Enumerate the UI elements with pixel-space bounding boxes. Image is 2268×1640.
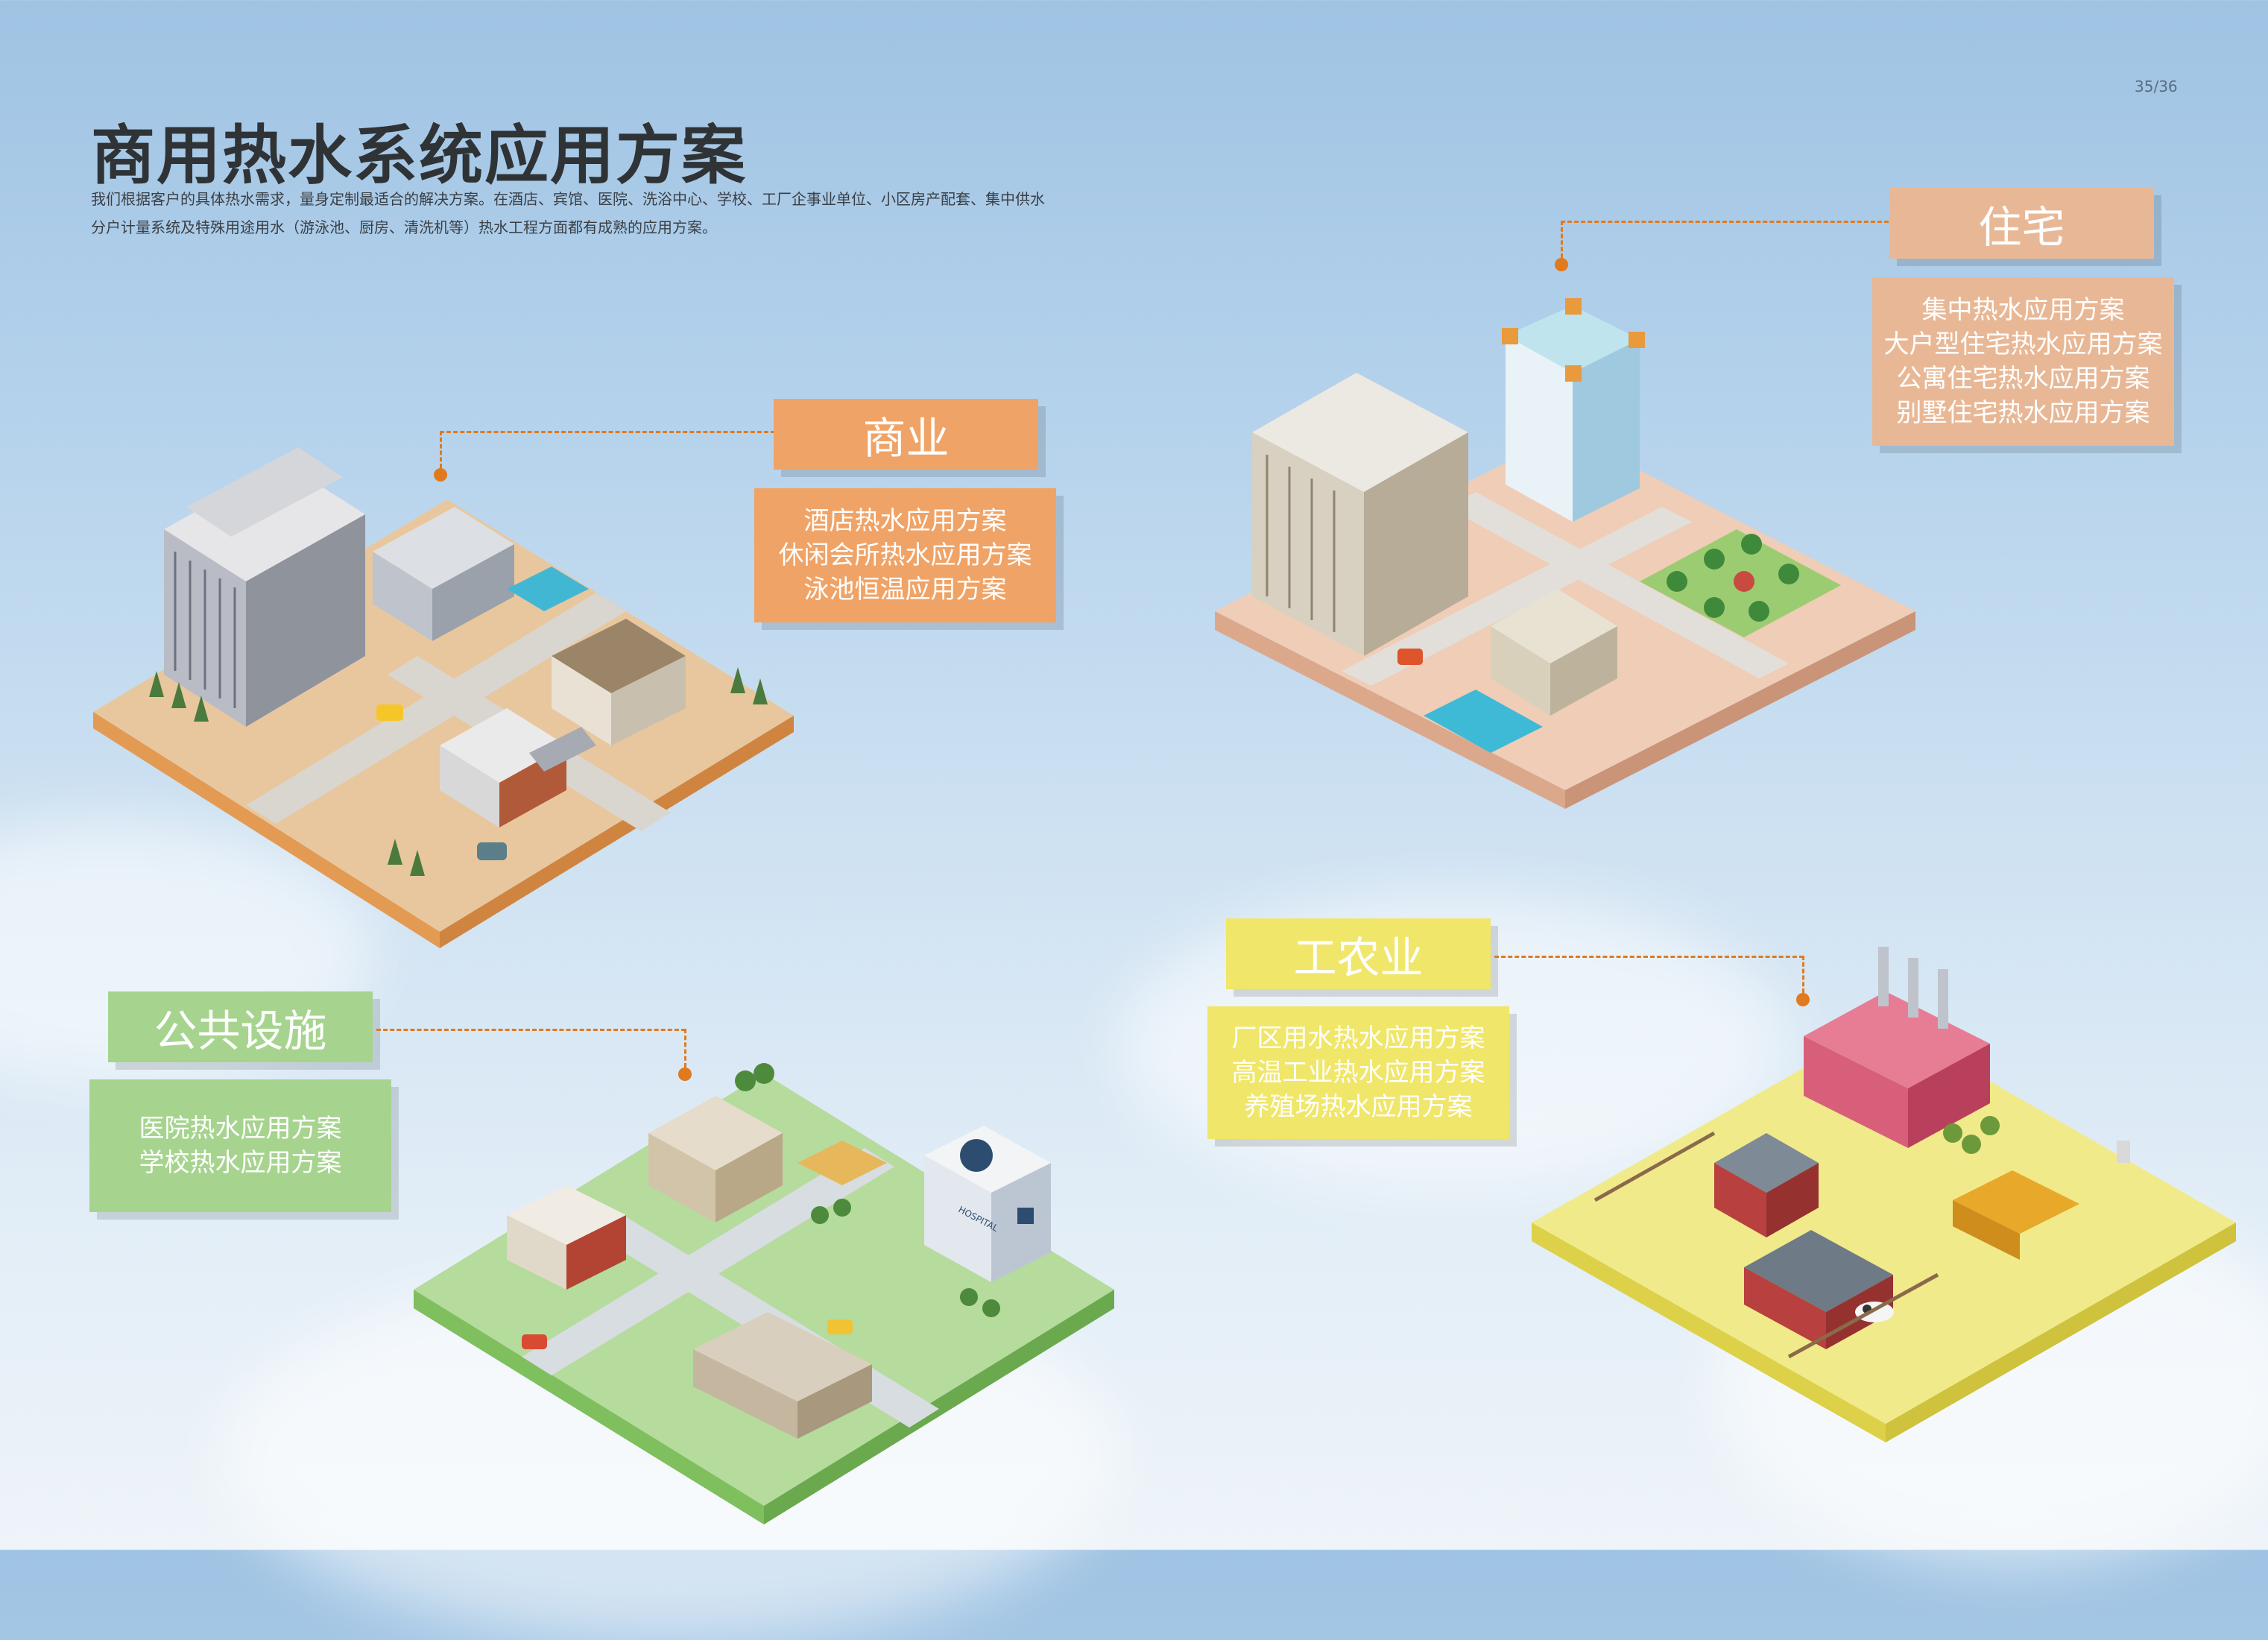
illustrations: HOSPITAL — [93, 298, 2236, 1524]
intro-line: 我们根据客户的具体热水需求，量身定制最适合的解决方案。在酒店、宾馆、医院、洗浴中… — [91, 190, 1045, 208]
industrial-list: 厂区用水热水应用方案 高温工业热水应用方案 养殖场热水应用方案 — [1207, 1006, 1509, 1139]
list-item: 养殖场热水应用方案 — [1244, 1092, 1473, 1122]
industrial-connector — [1494, 956, 1804, 958]
public-connector — [684, 1029, 686, 1067]
list-item: 厂区用水热水应用方案 — [1231, 1024, 1485, 1053]
residential-scene — [1215, 298, 1915, 809]
list-item: 泳池恒温应用方案 — [803, 575, 1007, 605]
list-item: 高温工业热水应用方案 — [1231, 1058, 1485, 1088]
list-item: 学校热水应用方案 — [139, 1148, 342, 1178]
commercial-list: 酒店热水应用方案 休闲会所热水应用方案 泳池恒温应用方案 — [754, 488, 1056, 622]
intro-line: 分户计量系统及特殊用途用水（游泳池、厨房、清洗机等）热水工程方面都有成熟的应用方… — [91, 218, 717, 236]
public-connector — [376, 1029, 686, 1031]
residential-tower-icon — [1502, 298, 1645, 522]
hotel-building-icon — [164, 447, 365, 727]
page-title: 商用热水系统应用方案 — [91, 119, 747, 193]
office-building-icon — [1252, 373, 1468, 656]
commercial-scene — [93, 447, 794, 948]
commercial-connector — [440, 431, 775, 433]
residential-label: 住宅 — [1889, 188, 2154, 259]
commercial-label: 商业 — [774, 399, 1038, 470]
public-list: 医院热水应用方案 学校热水应用方案 — [89, 1079, 391, 1212]
list-item: 集中热水应用方案 — [1921, 295, 2125, 325]
list-item: 医院热水应用方案 — [139, 1114, 342, 1144]
list-item: 大户型住宅热水应用方案 — [1883, 329, 2163, 359]
residential-connector — [1561, 221, 1889, 223]
industrial-label: 工农业 — [1226, 918, 1491, 989]
public-label: 公共设施 — [108, 991, 373, 1062]
commercial-connector — [440, 431, 442, 468]
residential-connector — [1561, 221, 1563, 258]
page-number: 35/36 — [2135, 78, 2178, 95]
factory-building-icon — [1804, 947, 1990, 1148]
hospital-building-icon: HOSPITAL — [924, 1126, 1051, 1282]
barn-icon — [1714, 1133, 1893, 1349]
list-item: 休闲会所热水应用方案 — [778, 540, 1032, 570]
public-scene: HOSPITAL — [414, 1063, 1114, 1524]
intro-text: 我们根据客户的具体热水需求，量身定制最适合的解决方案。在酒店、宾馆、医院、洗浴中… — [91, 185, 1097, 242]
residential-list: 集中热水应用方案 大户型住宅热水应用方案 公寓住宅热水应用方案 别墅住宅热水应用… — [1872, 277, 2174, 446]
commercial-marker-dot — [434, 468, 447, 482]
public-marker-dot — [678, 1067, 692, 1081]
list-item: 酒店热水应用方案 — [803, 506, 1007, 536]
list-item: 公寓住宅热水应用方案 — [1896, 364, 2150, 394]
residential-marker-dot — [1555, 258, 1568, 271]
industrial-marker-dot — [1796, 993, 1810, 1006]
industrial-connector — [1802, 956, 1804, 993]
industrial-scene — [1532, 947, 2236, 1442]
list-item: 别墅住宅热水应用方案 — [1896, 398, 2150, 428]
